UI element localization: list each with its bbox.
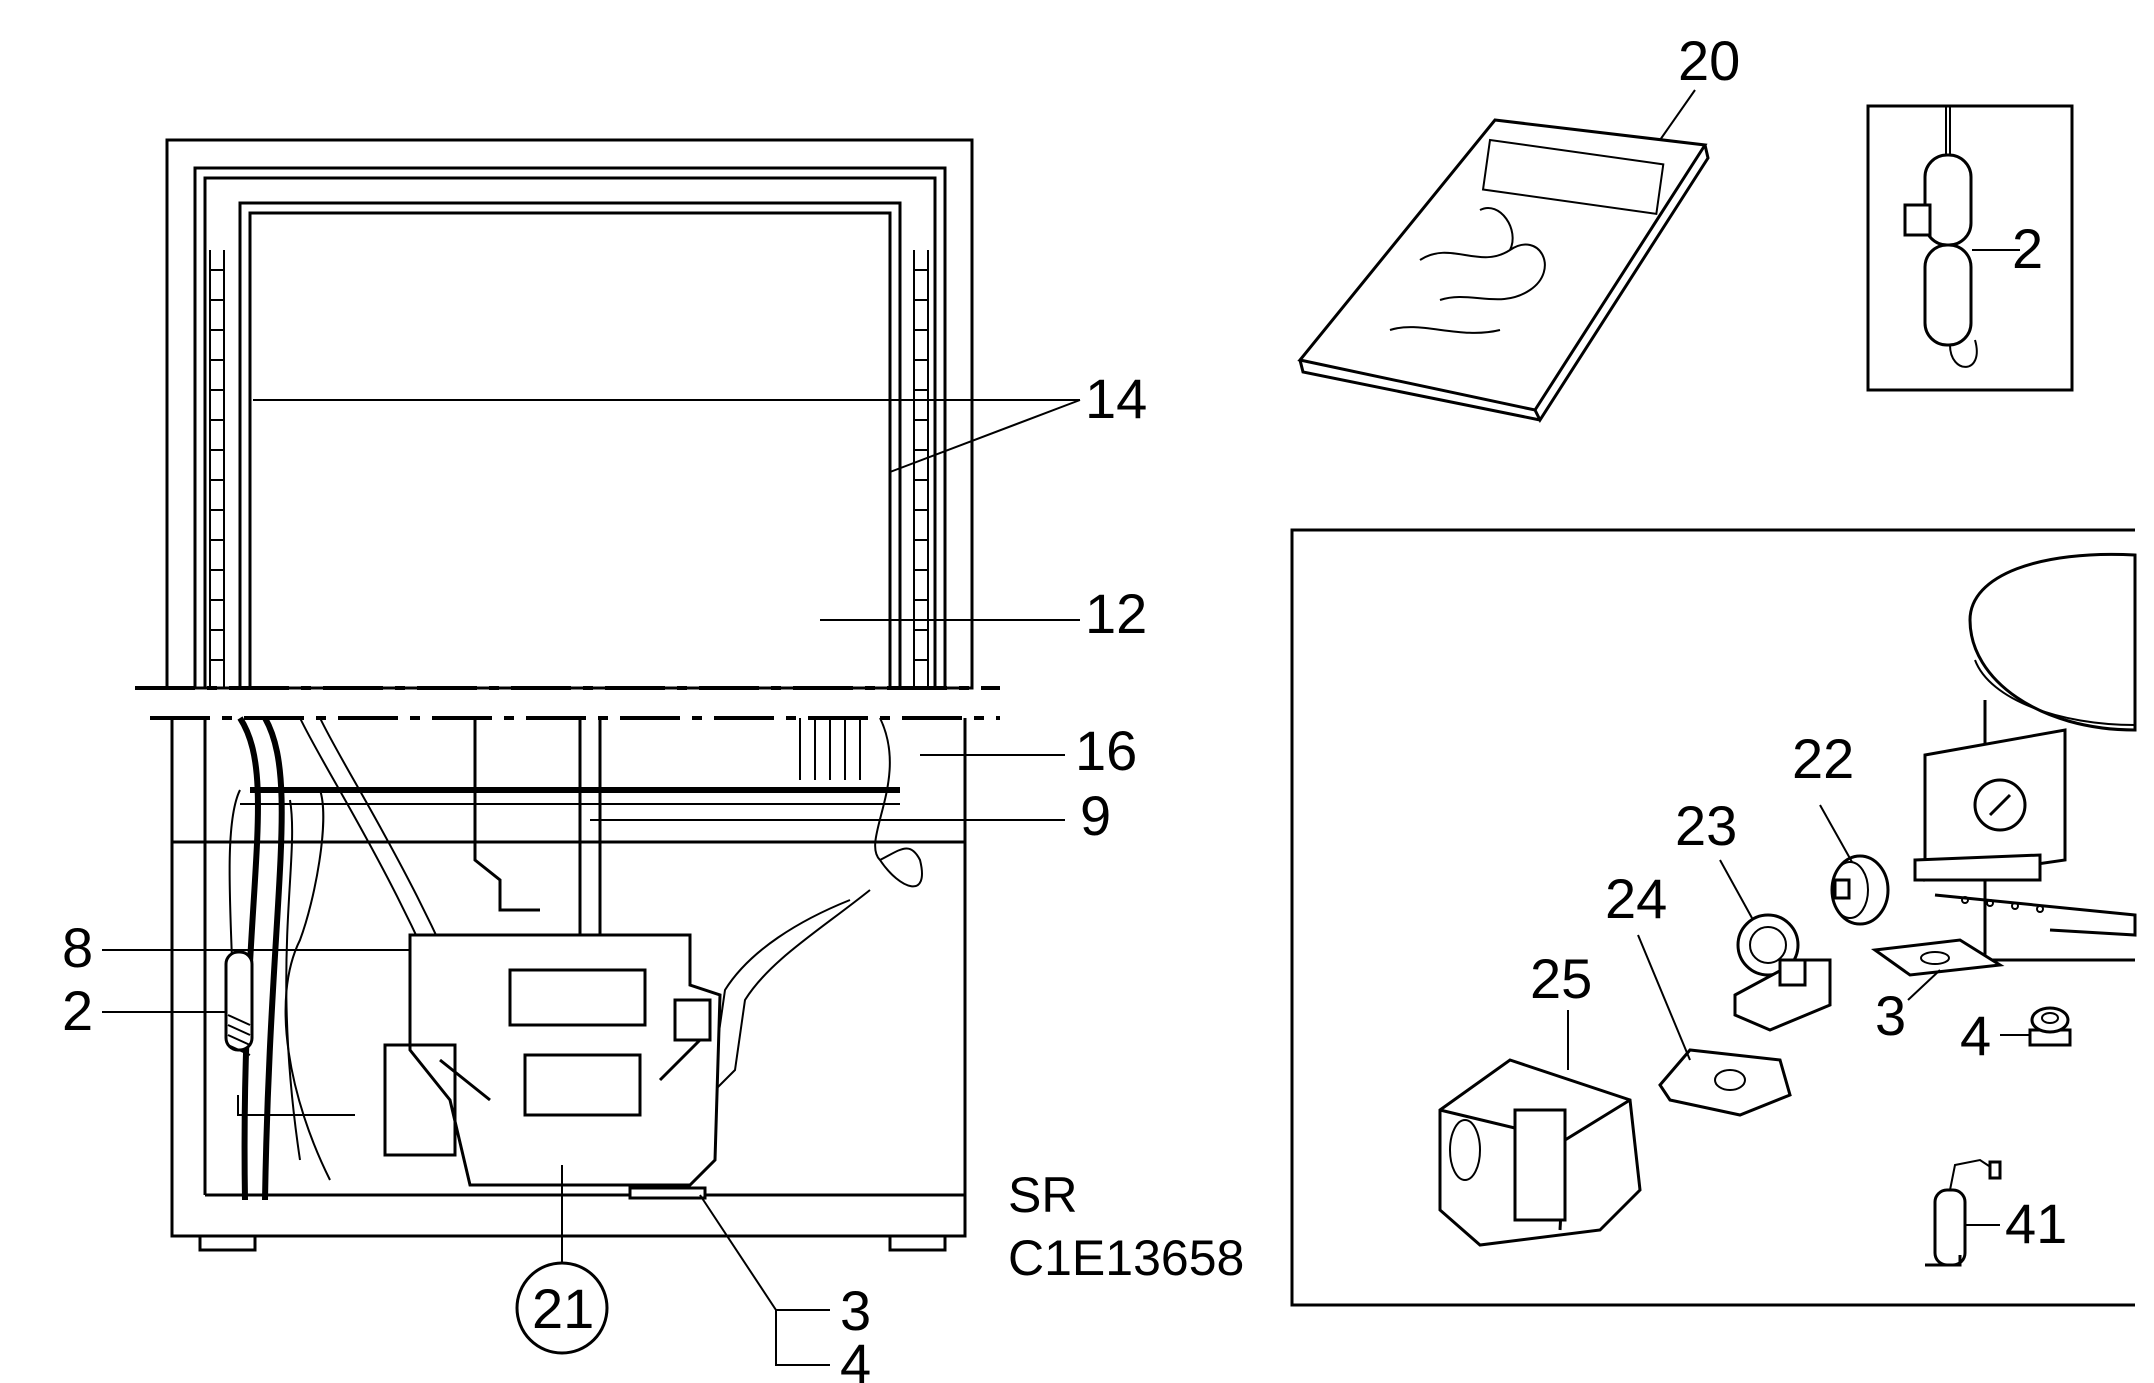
- callout-16: 16: [1075, 719, 1137, 782]
- relay-part-22: [1819, 804, 1890, 926]
- leader-14b: [889, 399, 1081, 473]
- callout-9: 9: [1080, 784, 1111, 847]
- heater-pipe-right: [913, 250, 929, 688]
- cabinet-lower: [170, 716, 967, 1252]
- callout-25: 25: [1530, 947, 1592, 1010]
- electrical-parts-panel: [1290, 528, 2137, 1307]
- heater-pipe-left: [209, 250, 225, 688]
- cover-part-25: [1438, 1010, 1642, 1247]
- gasket-part-3: [1870, 938, 2005, 1001]
- callout-22: 22: [1792, 727, 1854, 790]
- grommet-part-4: [2000, 1006, 2072, 1047]
- cabinet-upper: [165, 138, 974, 690]
- callout-21-circle: [515, 1261, 609, 1355]
- drawing-code-sr: SR: [1008, 1167, 1077, 1223]
- callout-8: 8: [62, 916, 93, 979]
- instruction-manual: [1297, 89, 1710, 424]
- callout-21: 21: [532, 1277, 594, 1340]
- leader-3: [699, 1194, 830, 1311]
- callout-4: 4: [840, 1332, 871, 1383]
- callout-20: 20: [1678, 29, 1740, 92]
- callout-3: 3: [840, 1279, 871, 1342]
- leader-4: [775, 1310, 830, 1366]
- callout-4-right: 4: [1960, 1004, 1991, 1067]
- callout-2-inset: 2: [2012, 217, 2043, 280]
- callout-24: 24: [1605, 867, 1667, 930]
- callout-23: 23: [1675, 794, 1737, 857]
- callout-2: 2: [62, 979, 93, 1042]
- protector-part-23: [1719, 859, 1832, 1032]
- compressor-assembly: [224, 933, 722, 1200]
- callout-14: 14: [1085, 367, 1147, 430]
- inset-thermostat-detail: [1866, 104, 2074, 392]
- callout-3-right: 3: [1875, 984, 1906, 1047]
- drawing-code-number: C1E13658: [1008, 1230, 1244, 1286]
- callout-12: 12: [1085, 582, 1147, 645]
- capacitor-part-41: [1925, 1158, 2002, 1267]
- callout-41: 41: [2005, 1192, 2067, 1255]
- clip-part-24: [1637, 934, 1792, 1117]
